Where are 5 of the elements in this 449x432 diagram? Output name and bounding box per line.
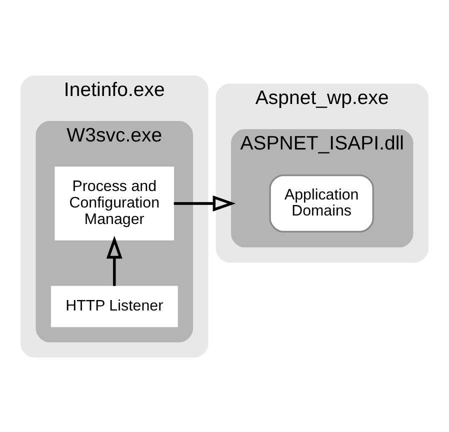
arrow (174, 195, 236, 211)
arrow (106, 235, 122, 286)
node-box: HTTP Listener (50, 285, 178, 327)
node-box: Process and Configuration Manager (54, 166, 174, 240)
node-box: Application Domains (269, 174, 374, 232)
